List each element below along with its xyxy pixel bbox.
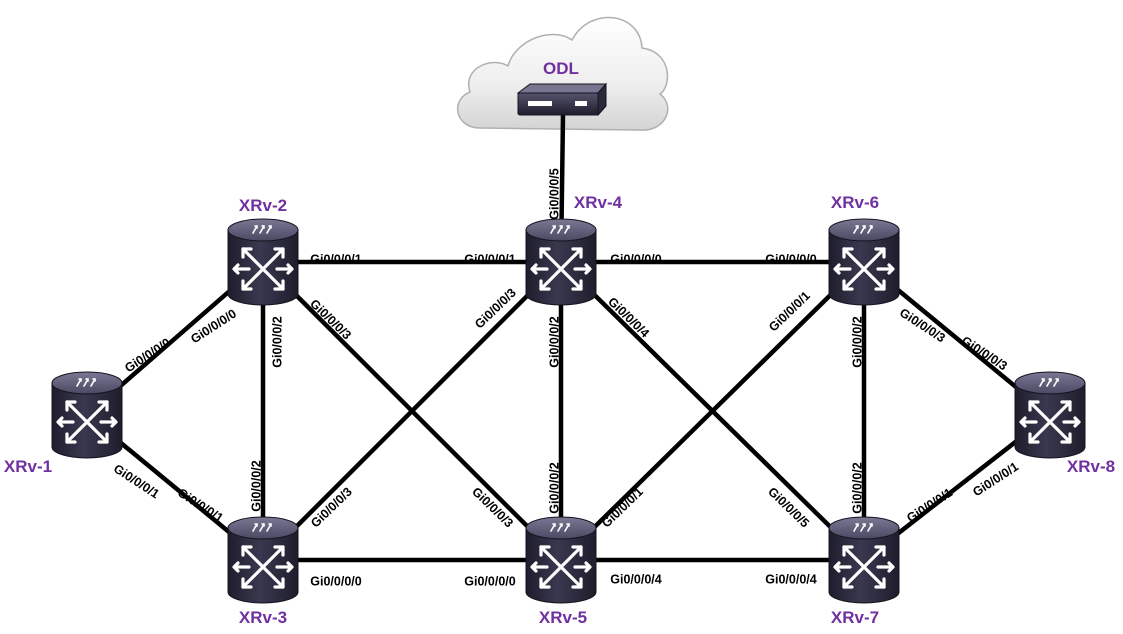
router-xrv4[interactable]: XRv-4 (525, 193, 623, 306)
router-icon (51, 371, 123, 459)
router-icon (227, 516, 299, 604)
port-label: Gi0/0/0/0 (464, 574, 515, 588)
router-label: XRv-4 (574, 193, 623, 212)
port-label: Gi0/0/0/2 (547, 316, 561, 367)
port-label: Gi0/0/0/0 (610, 252, 661, 266)
port-label: Gi0/0/0/1 (310, 252, 361, 266)
router-xrv8[interactable]: XRv-8 (1014, 371, 1115, 476)
port-label: Gi0/0/0/2 (547, 462, 561, 513)
router-icon (1014, 371, 1086, 459)
router-xrv3[interactable]: XRv-3 (227, 516, 299, 627)
router-xrv1[interactable]: XRv-1 (4, 371, 123, 476)
router-icon (525, 516, 597, 604)
port-label: Gi0/0/0/5 (547, 168, 561, 219)
port-label: Gi0/0/0/0 (122, 336, 173, 376)
link-xrv5-xrv6 (559, 260, 866, 562)
port-label: Gi0/0/0/1 (904, 486, 955, 526)
router-icon (227, 218, 299, 306)
port-label: Gi0/0/0/2 (270, 316, 284, 367)
router-label: XRv-3 (239, 608, 287, 627)
port-label: Gi0/0/0/4 (605, 295, 652, 341)
router-icon (525, 218, 597, 306)
router-icon (828, 218, 900, 306)
router-xrv7[interactable]: XRv-7 (828, 516, 900, 627)
link-xrv3-xrv4 (261, 260, 563, 562)
router-label: XRv-6 (831, 193, 879, 212)
router-xrv2[interactable]: XRv-2 (227, 196, 299, 306)
port-label: Gi0/0/0/3 (307, 297, 354, 343)
port-label: Gi0/0/0/0 (188, 307, 239, 347)
port-label: Gi0/0/0/3 (959, 334, 1010, 374)
port-label: Gi0/0/0/0 (310, 574, 361, 588)
server-icon (516, 82, 608, 117)
port-label: Gi0/0/0/5 (765, 485, 812, 531)
port-label: Gi0/0/0/1 (464, 252, 515, 266)
router-xrv6[interactable]: XRv-6 (828, 193, 900, 306)
cloud (456, 16, 669, 131)
router-label: XRv-7 (831, 608, 879, 627)
port-label: Gi0/0/0/4 (765, 572, 816, 586)
router-label: XRv-2 (239, 196, 287, 215)
odl-controller[interactable]: ODL (516, 59, 608, 117)
port-label: Gi0/0/0/1 (766, 289, 813, 335)
port-label: Gi0/0/0/0 (765, 252, 816, 266)
port-label: Gi0/0/0/2 (850, 462, 864, 513)
router-label: XRv-5 (539, 608, 587, 627)
odl-label: ODL (543, 59, 579, 78)
router-icon (828, 516, 900, 604)
port-label: Gi0/0/0/2 (249, 460, 263, 511)
router-label: XRv-1 (4, 457, 52, 476)
port-label: Gi0/0/0/2 (850, 316, 864, 367)
router-xrv5[interactable]: XRv-5 (525, 516, 597, 627)
port-label: Gi0/0/0/1 (175, 486, 226, 526)
router-label: XRv-8 (1067, 457, 1115, 476)
port-label: Gi0/0/0/1 (970, 460, 1021, 500)
port-label: Gi0/0/0/4 (610, 572, 661, 586)
port-label: Gi0/0/0/1 (599, 485, 646, 531)
